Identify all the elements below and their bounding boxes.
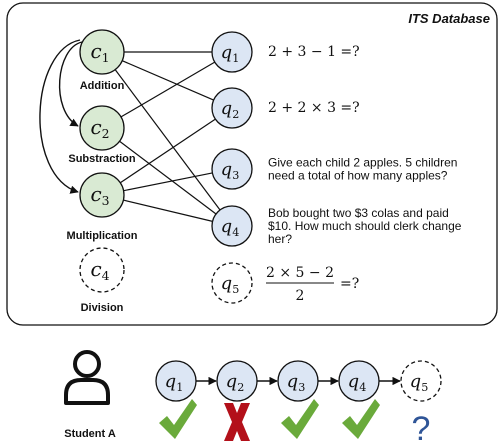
- concept-node-c3: [79, 172, 125, 218]
- concept-label-c3: Multiplication: [67, 230, 138, 242]
- question-text-q5: 2 × 5 − 2 2 =?: [266, 265, 359, 304]
- question-text-q1: 2 + 3 − 1 =?: [268, 44, 360, 60]
- question-node-q2: [211, 87, 253, 129]
- link-c1-q4: [114, 69, 221, 211]
- concept-node-c2: [79, 105, 125, 151]
- link-c2-q1: [120, 61, 216, 118]
- sequence-node-q5: [400, 360, 442, 402]
- question-text-q4: Bob bought two $3 colas and paid$10. How…: [268, 206, 462, 246]
- concept-node-c4: [79, 247, 125, 293]
- fraction-numerator: 2 × 5 − 2: [266, 265, 334, 281]
- concept-label-c4: Division: [81, 302, 124, 314]
- fraction-denominator: 2: [296, 288, 305, 304]
- student-avatar: [64, 350, 110, 405]
- question-node-q3: [211, 148, 253, 190]
- link-c3-q4: [123, 199, 213, 222]
- sequence-node-q2: [216, 360, 258, 402]
- concept-node-c1: [79, 29, 125, 75]
- sequence-node-q4: [338, 360, 380, 402]
- prerequisite-arrows: [39, 39, 83, 194]
- prereq-arrow-c1-c2: [58, 41, 83, 127]
- question-text-q2: 2 + 2 × 3 =?: [268, 100, 360, 116]
- unknown-question-icon: ?: [412, 410, 431, 444]
- fraction-suffix: =?: [340, 276, 359, 292]
- link-c3-q2: [119, 118, 216, 184]
- correct-check-icon: [342, 399, 380, 439]
- question-node-q5: [211, 262, 253, 304]
- concept-label-c1: Addition: [80, 80, 125, 92]
- concept-question-links: [114, 51, 221, 222]
- database-title: ITS Database: [408, 11, 490, 26]
- question-node-q4: [211, 205, 253, 247]
- student-label: Student A: [64, 428, 116, 440]
- link-c3-q3: [123, 172, 213, 192]
- correct-check-icon: [159, 399, 197, 439]
- correct-check-icon: [281, 399, 319, 439]
- concept-label-c2: Substraction: [68, 153, 136, 165]
- wrong-cross-icon: [224, 403, 250, 441]
- link-c2-q4: [119, 140, 217, 215]
- question-texts: 2 + 3 − 1 =? 2 + 2 × 3 =? Give each child …: [266, 44, 462, 304]
- question-node-q1: [211, 31, 253, 73]
- prereq-arrow-c1-c3: [39, 39, 81, 194]
- sequence-node-q1: [155, 360, 197, 402]
- link-c1-q2: [121, 60, 214, 101]
- sequence-node-q3: [277, 360, 319, 402]
- concept-nodes: c1Additionc2Substractionc3Multiplication…: [67, 29, 138, 314]
